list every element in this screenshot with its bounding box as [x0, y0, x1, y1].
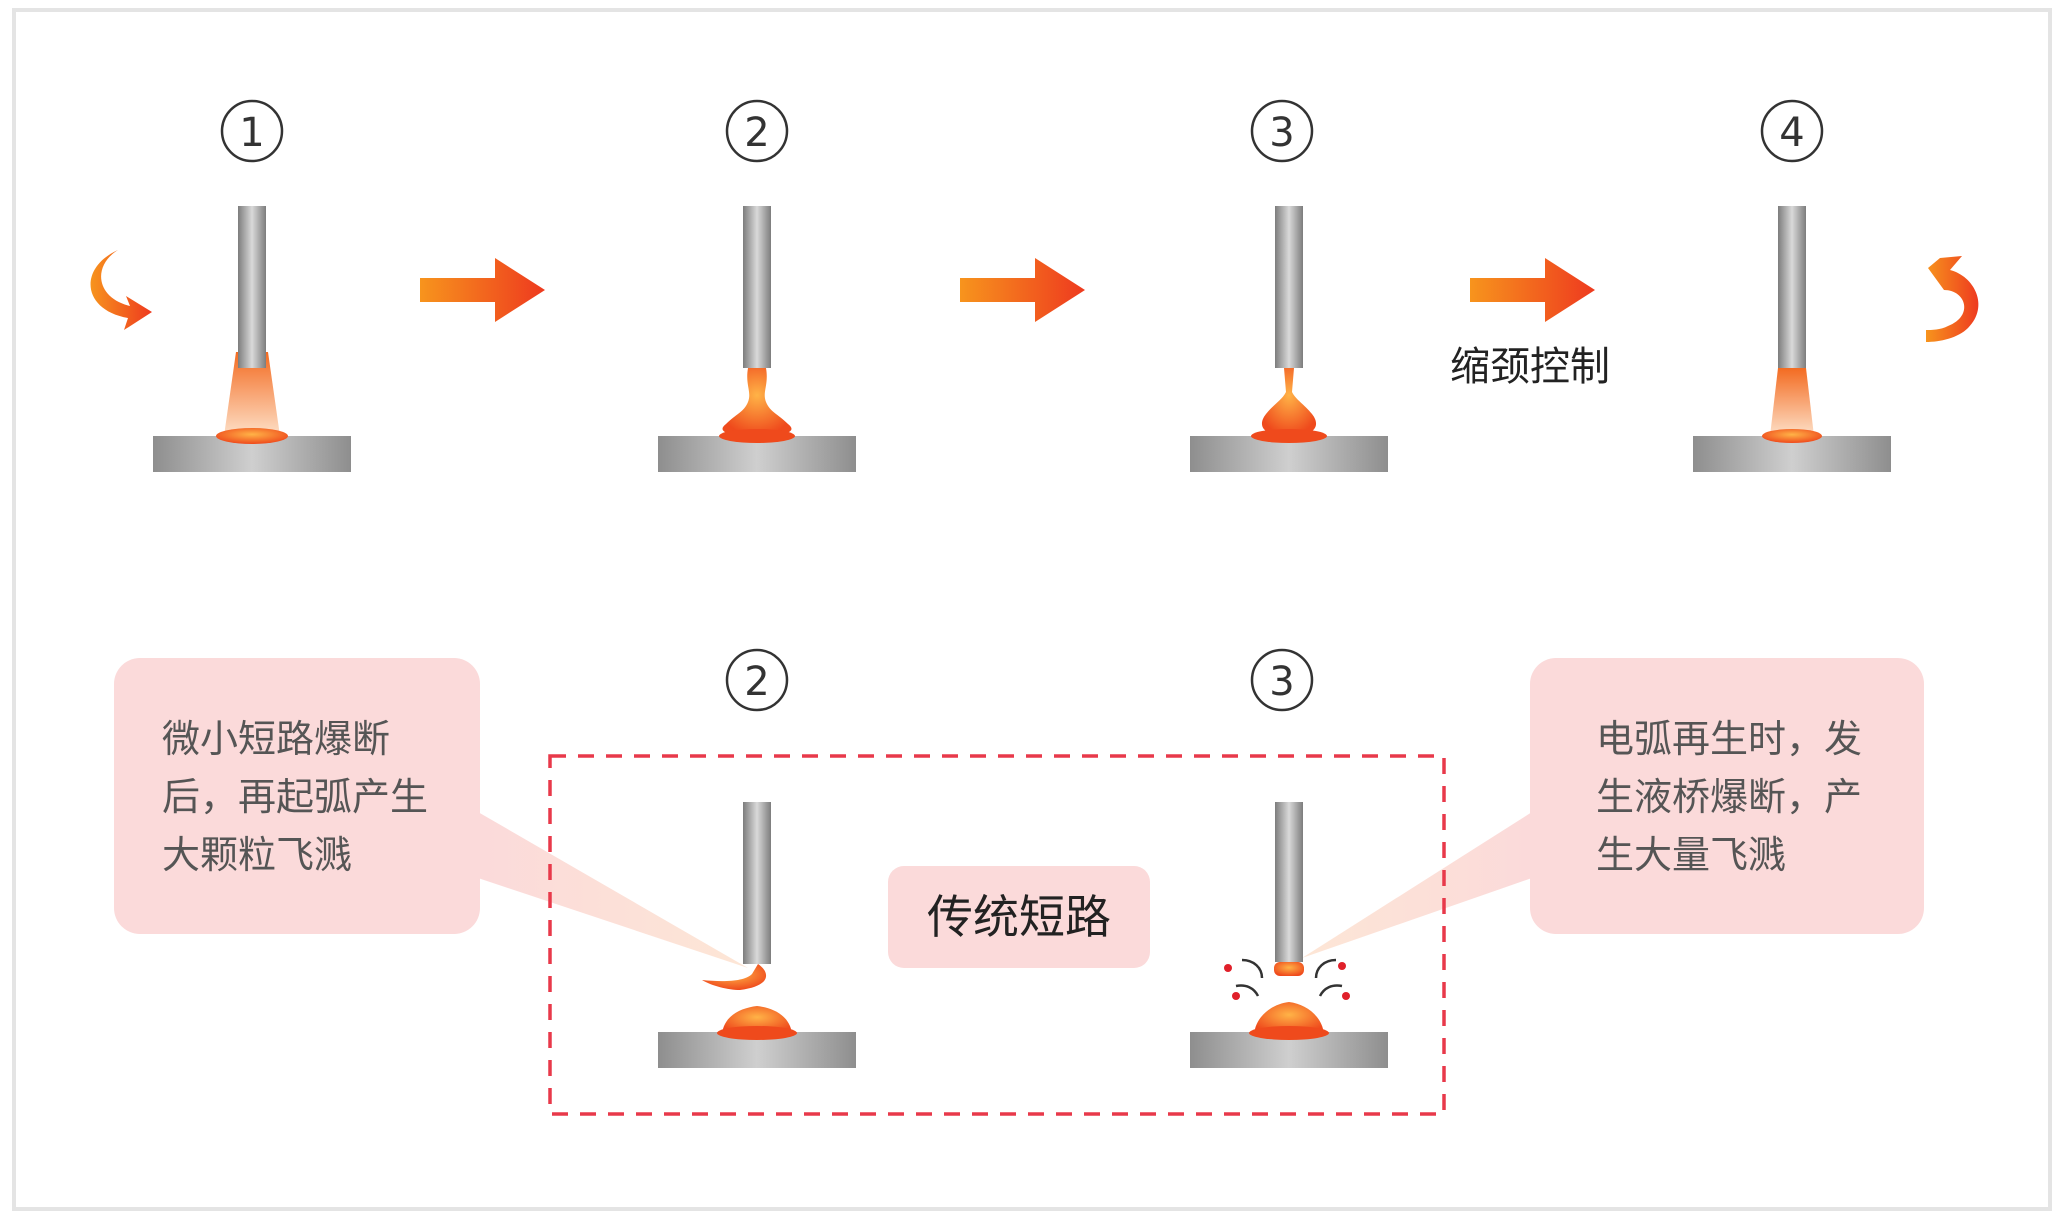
arrow-3-to-4 — [1470, 258, 1595, 322]
traditional-short-circuit-label: 传统短路 — [927, 890, 1111, 944]
necking-control-label: 缩颈控制 — [1450, 344, 1610, 390]
left-callout-text: 微小短路爆断 后，再起弧产生 大颗粒飞溅 — [162, 717, 440, 877]
weld-pool — [719, 429, 795, 443]
right-callout-pointer — [1302, 812, 1532, 958]
left-callout-box — [114, 658, 480, 934]
svg-text:1: 1 — [239, 110, 264, 156]
step-1-number: 1 — [220, 99, 284, 163]
electrode-rod — [743, 802, 771, 964]
spatter-lines — [1235, 958, 1343, 997]
bottom-step-3-number: 3 — [1250, 648, 1314, 712]
step-4-welder — [1693, 206, 1891, 472]
detached-droplet — [702, 964, 767, 990]
molten-bead — [1254, 1002, 1324, 1034]
residual-droplet — [1274, 962, 1304, 976]
weld-pool — [1251, 429, 1327, 443]
necked-bridge — [1261, 368, 1317, 436]
spatter-dots — [1224, 962, 1350, 1000]
step-2-welder — [658, 206, 856, 472]
svg-text:4: 4 — [1779, 110, 1804, 156]
weld-pool — [216, 428, 288, 444]
cycle-arrow-left-icon — [90, 250, 152, 330]
weld-pool — [1249, 1026, 1329, 1040]
electrode-rod — [1275, 802, 1303, 962]
weld-pool — [1762, 429, 1822, 443]
electrode-rod — [238, 206, 266, 368]
bottom-step-2-number: 2 — [725, 648, 789, 712]
step-3-number: 3 — [1250, 99, 1314, 163]
electrode-rod — [1275, 206, 1303, 368]
arc-cone — [1770, 368, 1814, 436]
step-3-welder — [1190, 206, 1388, 472]
svg-text:3: 3 — [1269, 110, 1294, 156]
step-4-number: 4 — [1760, 99, 1824, 163]
electrode-rod — [743, 206, 771, 368]
step-1-welder — [153, 206, 351, 472]
diagram-frame — [12, 8, 2052, 1211]
right-callout-box — [1530, 658, 1924, 934]
weld-pool — [717, 1026, 797, 1040]
svg-text:2: 2 — [744, 659, 769, 705]
left-callout-pointer — [478, 812, 748, 968]
step-2-number: 2 — [725, 99, 789, 163]
traditional-short-circuit-frame — [548, 754, 1446, 1116]
arrow-1-to-2 — [420, 258, 545, 322]
arc-cone — [224, 352, 280, 436]
liquid-bridge — [722, 368, 792, 436]
electrode-rod — [1778, 206, 1806, 368]
bottom-step-3-welder — [1190, 802, 1388, 1068]
svg-text:3: 3 — [1269, 659, 1294, 705]
bottom-step-2-welder — [658, 802, 856, 1068]
right-callout-text: 电弧再生时，发 生液桥爆断，产 生大量飞溅 — [1596, 717, 1874, 877]
svg-text:2: 2 — [744, 110, 769, 156]
center-label-box — [888, 866, 1150, 968]
arrow-2-to-3 — [960, 258, 1085, 322]
cycle-arrow-right-icon — [1926, 256, 1979, 342]
